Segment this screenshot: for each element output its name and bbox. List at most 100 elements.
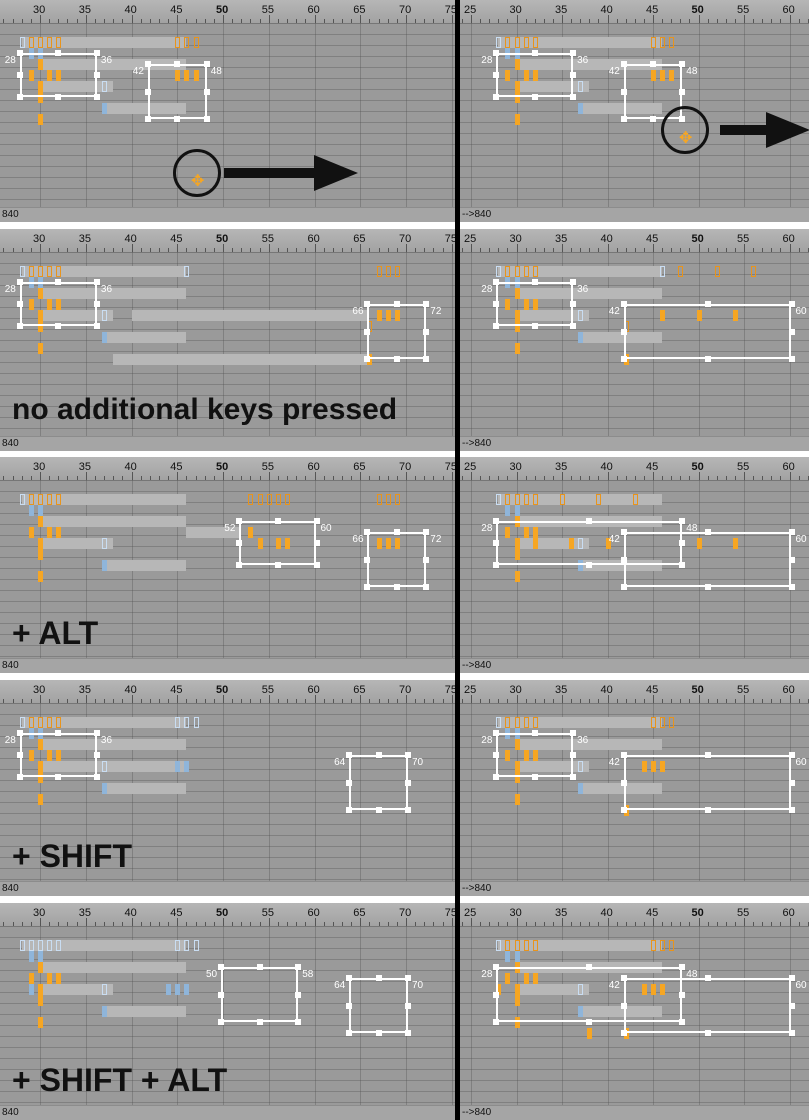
keyframe[interactable] [532,940,538,951]
resize-handle[interactable] [679,61,686,67]
resize-handle[interactable] [405,1030,411,1036]
keyframe[interactable] [385,266,391,277]
keyframe[interactable] [532,538,538,549]
keyframe[interactable] [47,70,53,81]
resize-handle[interactable] [679,991,686,998]
keyframe[interactable] [505,973,511,984]
resize-handle[interactable] [313,540,320,546]
resize-handle[interactable] [93,730,100,736]
keyframe[interactable] [102,984,108,995]
resize-handle[interactable] [218,1019,224,1025]
keyframe[interactable] [732,310,738,321]
keyframe[interactable] [102,332,108,343]
resize-handle[interactable] [586,1019,593,1025]
keyframe[interactable] [38,995,43,1006]
keyframe[interactable] [184,940,190,951]
resize-handle[interactable] [55,323,62,329]
resize-handle[interactable] [679,1019,686,1025]
resize-handle[interactable] [423,556,430,563]
keyframe[interactable] [496,266,502,277]
keyframe[interactable] [38,984,43,995]
resize-handle[interactable] [620,584,627,590]
keyframe[interactable] [678,266,684,277]
keyframe[interactable] [523,299,529,310]
resize-handle[interactable] [679,964,686,970]
keyframe[interactable] [184,984,190,995]
keyframe[interactable] [19,266,25,277]
keyframe[interactable] [514,321,520,332]
keyframe[interactable] [38,962,43,973]
keyframe[interactable] [28,527,34,538]
keyframe[interactable] [660,761,666,772]
keyframe[interactable] [248,494,254,505]
keyframe[interactable] [38,37,43,48]
resize-handle[interactable] [93,94,100,100]
keyframe[interactable] [514,571,520,582]
resize-handle[interactable] [405,1002,411,1009]
keyframe[interactable] [505,717,511,728]
resize-handle[interactable] [531,730,538,736]
resize-handle[interactable] [405,975,411,981]
resize-handle[interactable] [531,50,538,56]
keyframe[interactable] [532,973,538,984]
keyframe[interactable] [578,984,584,995]
keyframe[interactable] [38,266,43,277]
resize-handle[interactable] [174,61,181,67]
keyframe[interactable] [166,984,172,995]
keyframe[interactable] [38,538,43,549]
keyframe[interactable] [660,266,666,277]
keyframe[interactable] [514,951,520,962]
keyframe[interactable] [56,940,62,951]
keyframe[interactable] [47,750,53,761]
resize-handle[interactable] [704,1030,711,1036]
resize-handle[interactable] [704,975,711,981]
keyframe[interactable] [184,70,190,81]
keyframe[interactable] [532,37,538,48]
resize-handle[interactable] [570,94,577,100]
keyframe[interactable] [578,560,584,571]
keyframe[interactable] [102,1006,108,1017]
keyframe[interactable] [532,527,538,538]
resize-handle[interactable] [620,116,627,122]
keyframe[interactable] [514,505,520,516]
resize-handle[interactable] [788,1002,795,1009]
keyframe[interactable] [514,81,520,92]
keyframe[interactable] [532,750,538,761]
keyframe[interactable] [514,114,520,125]
resize-handle[interactable] [620,61,627,67]
selection-box[interactable] [349,755,408,810]
resize-handle[interactable] [531,774,538,780]
keyframe[interactable] [651,717,656,728]
resize-handle[interactable] [650,116,656,122]
keyframe[interactable] [496,37,502,48]
resize-handle[interactable] [346,752,353,758]
keyframe[interactable] [514,59,520,70]
resize-handle[interactable] [788,975,795,981]
keyframe[interactable] [514,995,520,1006]
keyframe[interactable] [38,59,43,70]
keyframe[interactable] [514,940,520,951]
resize-handle[interactable] [16,752,23,758]
resize-handle[interactable] [620,556,627,563]
keyframe[interactable] [102,783,108,794]
keyframe[interactable] [578,81,584,92]
resize-handle[interactable] [256,964,263,970]
keyframe[interactable] [102,81,108,92]
resize-handle[interactable] [570,730,577,736]
resize-handle[interactable] [620,356,627,362]
resize-handle[interactable] [236,540,243,546]
resize-handle[interactable] [274,518,281,524]
resize-handle[interactable] [679,540,686,546]
resize-handle[interactable] [493,279,500,285]
keyframe[interactable] [28,37,34,48]
keyframe[interactable] [175,940,181,951]
keyframe[interactable] [596,494,602,505]
resize-handle[interactable] [493,964,500,970]
resize-handle[interactable] [364,556,371,563]
keyframe[interactable] [660,940,666,951]
